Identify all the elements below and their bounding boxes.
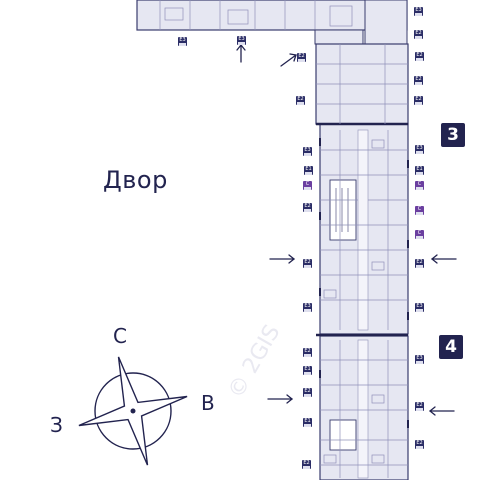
arrow-top (236, 43, 246, 63)
yard-label: Двор (103, 166, 168, 194)
compass-rose (78, 356, 188, 466)
apartment-tag: E3 (414, 7, 423, 16)
apartment-tag: C (415, 181, 424, 190)
arrow-ne (280, 53, 297, 67)
main-wing (315, 43, 409, 480)
apartment-tag: E2 (297, 53, 306, 62)
apartment-tag: E3 (415, 355, 424, 364)
apartment-tag: E2 (414, 76, 423, 85)
apartment-tag: E1 (415, 166, 424, 175)
apartment-tag: E1 (303, 366, 312, 375)
apartment-tag: C (415, 206, 424, 215)
apartment-tag: E3 (415, 145, 424, 154)
apartment-tag: E1 (304, 166, 313, 175)
apartment-tag: E1 (303, 418, 312, 427)
apartment-tag: E2 (303, 388, 312, 397)
apartment-tag: E2 (296, 96, 305, 105)
apartment-tag: E2 (415, 259, 424, 268)
top-wing (136, 0, 408, 45)
arrow-left-sec4 (267, 394, 294, 404)
apartment-tag: C (303, 181, 312, 190)
apartment-tag: E3 (237, 36, 246, 45)
apartment-tag: E3 (178, 37, 187, 46)
section-badge-3: 3 (441, 123, 465, 147)
arrow-left-sec3 (269, 254, 296, 264)
compass-north-label: С (113, 324, 127, 348)
arrow-right-sec4 (428, 406, 455, 416)
apartment-tag: E2 (415, 402, 424, 411)
apartment-tag: E2 (303, 203, 312, 212)
apartment-tag: E3 (303, 147, 312, 156)
apartment-tag: E2 (303, 348, 312, 357)
apartment-tag: E3 (415, 303, 424, 312)
apartment-tag: E2 (415, 52, 424, 61)
compass-east-label: В (201, 391, 215, 415)
apartment-tag: E3 (303, 303, 312, 312)
apartment-tag: E2 (414, 96, 423, 105)
apartment-tag: C (415, 230, 424, 239)
apartment-tag: E2 (303, 259, 312, 268)
apartment-tag: E2 (415, 440, 424, 449)
entrance-arrows (236, 43, 457, 416)
compass-west-label: З (50, 413, 63, 437)
watermark: © 2GIS (224, 321, 286, 403)
apartment-tag: E2 (302, 460, 311, 469)
section-badge-4: 4 (439, 335, 463, 359)
arrow-right-sec3 (430, 254, 457, 264)
apartment-tag: E2 (414, 30, 423, 39)
